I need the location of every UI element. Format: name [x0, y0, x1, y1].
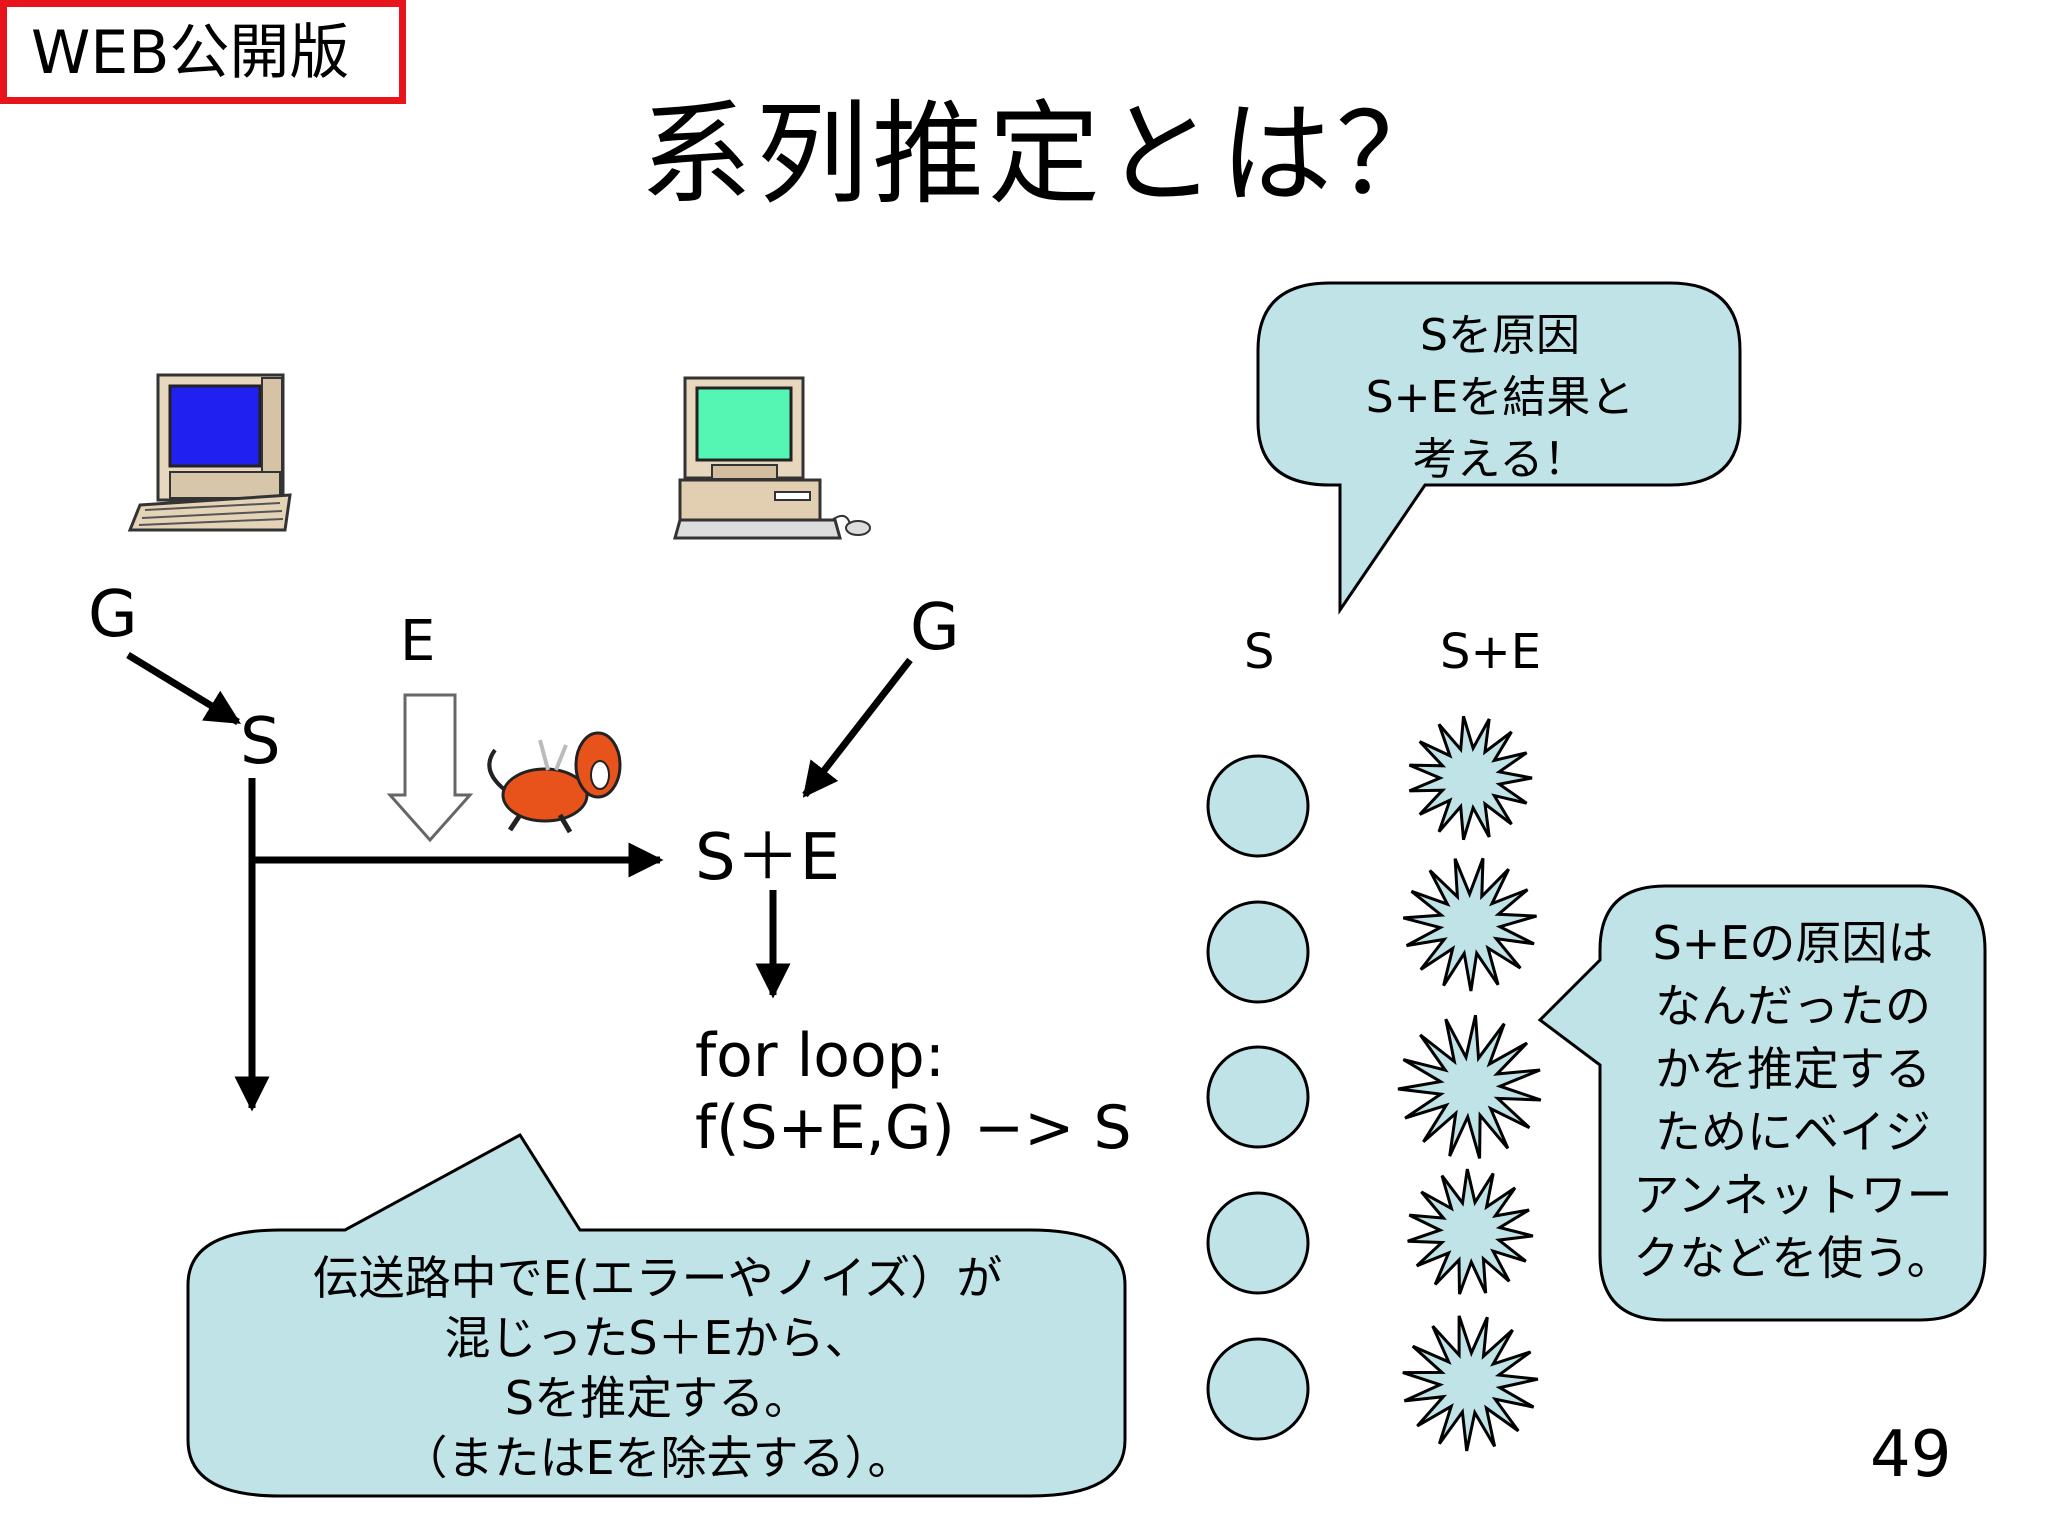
noisy-signal-burst [1407, 1168, 1534, 1295]
code-line: for loop: [695, 1021, 945, 1091]
callout-line: S+Eを結果と [1365, 372, 1635, 423]
noisy-signal-burst [1397, 1014, 1542, 1159]
signal-circle [1206, 1045, 1310, 1149]
callout-line: アンネットワー [1633, 1168, 1953, 1222]
callout-line: ためにベイジ [1655, 1105, 1931, 1159]
callout-line: （またはEを除去する）。 [401, 1431, 914, 1485]
slide-title: 系列推定とは？ [640, 90, 1452, 220]
bottom-callout-bubble [186, 1133, 1127, 1498]
callout-line: 考える！ [1412, 434, 1588, 485]
devil-noise-icon [487, 719, 622, 834]
column-header-s: S [1244, 624, 1275, 680]
callout-line: 混じったS＋Eから、 [444, 1311, 871, 1365]
signal-circle [1206, 1337, 1310, 1441]
top-callout-text: Sを原因 S+Eを結果と 考える！ [1300, 305, 1700, 491]
noisy-signal-burst [1402, 1315, 1539, 1452]
label-s-left: S [240, 705, 281, 779]
noise-arrow-icon [386, 693, 474, 843]
signal-circle [1206, 900, 1310, 1004]
signal-circle [1206, 1191, 1310, 1295]
label-g-right: G [910, 591, 960, 665]
column-header-s-plus-e: S+E [1440, 624, 1542, 680]
top-callout-bubble [1256, 281, 1742, 615]
label-g-left: G [88, 578, 138, 652]
noisy-signal-burst [1402, 857, 1537, 992]
callout-line: かを推定する [1655, 1042, 1931, 1096]
signal-circles [1206, 754, 1310, 1441]
right-callout-bubble [1537, 884, 1987, 1322]
signal-circle [1206, 754, 1310, 858]
bottom-callout-text: 伝送路中でE(エラーやノイズ）が 混じったS＋Eから、 Sを推定する。 （または… [200, 1248, 1115, 1488]
sender-computer-icon [127, 373, 292, 532]
label-s-plus-e: S＋E [695, 821, 841, 895]
callout-line: Sを原因 [1420, 310, 1580, 361]
code-line: f(S+E,G) −> S [695, 1093, 1132, 1163]
noisy-signal-bursts [1397, 715, 1542, 1452]
callout-line: なんだったの [1655, 979, 1931, 1033]
web-version-badge: WEB公開版 [0, 0, 406, 104]
decoder-loop: for loop: f(S+E,G) −> S [695, 1020, 1132, 1164]
callout-line: 伝送路中でE(エラーやノイズ）が [312, 1251, 1003, 1305]
noisy-signal-burst [1408, 715, 1533, 841]
right-callout-text: S+Eの原因は なんだったの かを推定する ためにベイジ アンネットワー クなど… [1612, 912, 1974, 1290]
callout-line: Sを推定する。 [504, 1371, 811, 1425]
callout-line: クなどを使う。 [1633, 1231, 1953, 1285]
label-e-noise: E [400, 609, 436, 674]
receiver-computer-icon [673, 376, 871, 540]
flow-arrows [126, 652, 913, 1112]
callout-line: S+Eの原因は [1652, 916, 1934, 970]
page-number: 49 [1870, 1418, 1952, 1492]
